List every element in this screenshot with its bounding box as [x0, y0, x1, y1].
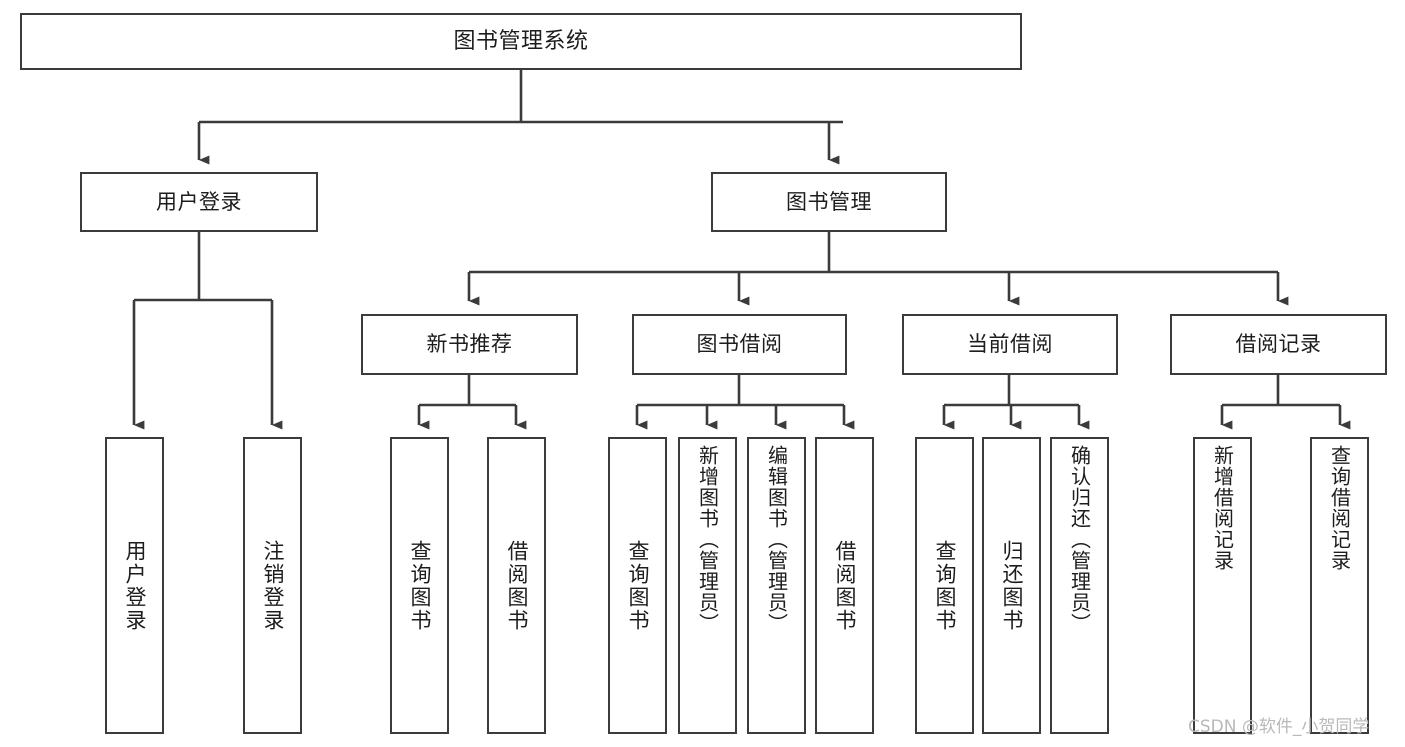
node-label: 查询图书 — [626, 539, 650, 632]
node-label: 新增图书（管理员） — [695, 445, 720, 634]
leaf-node-user-login[interactable]: 用户登录 — [105, 437, 164, 734]
node-book-borrow[interactable]: 图书借阅 — [632, 314, 847, 375]
leaf-node-add-book[interactable]: 新增图书（管理员） — [678, 437, 737, 734]
leaf-node-add-borrow-record[interactable]: 新增借阅记录 — [1193, 437, 1252, 734]
leaf-node-query-book-3[interactable]: 查询图书 — [915, 437, 974, 734]
node-label: 借阅图书 — [833, 539, 857, 632]
node-current-borrow[interactable]: 当前借阅 — [902, 314, 1118, 375]
node-root-book-management-system[interactable]: 图书管理系统 — [20, 13, 1022, 70]
leaf-node-edit-book[interactable]: 编辑图书（管理员） — [747, 437, 806, 734]
node-label: 编辑图书（管理员） — [764, 445, 789, 634]
node-label: 归还图书 — [1000, 539, 1024, 632]
node-borrow-record[interactable]: 借阅记录 — [1170, 314, 1387, 375]
node-label: 用户登录 — [123, 539, 147, 632]
node-label: 注销登录 — [261, 539, 285, 632]
node-label: 查询图书 — [408, 539, 432, 632]
node-label: 借阅图书 — [505, 539, 529, 632]
node-user-login[interactable]: 用户登录 — [80, 172, 318, 232]
node-label: 确认归还（管理员） — [1067, 445, 1092, 634]
node-label: 用户登录 — [156, 189, 242, 214]
leaf-node-query-book-2[interactable]: 查询图书 — [608, 437, 667, 734]
node-label: 图书管理系统 — [453, 28, 589, 54]
leaf-node-return-book[interactable]: 归还图书 — [982, 437, 1041, 734]
node-label: 查询借阅记录 — [1327, 445, 1352, 571]
leaf-node-confirm-return[interactable]: 确认归还（管理员） — [1050, 437, 1109, 734]
node-label: 图书借阅 — [696, 332, 783, 357]
leaf-node-query-borrow-record[interactable]: 查询借阅记录 — [1310, 437, 1369, 734]
csdn-watermark: CSDN @软件_小贺同学 — [1188, 717, 1370, 737]
leaf-node-borrow-book-2[interactable]: 借阅图书 — [815, 437, 874, 734]
leaf-node-borrow-book-1[interactable]: 借阅图书 — [487, 437, 546, 734]
node-label: 当前借阅 — [967, 332, 1053, 357]
node-label: 新增借阅记录 — [1210, 445, 1235, 571]
leaf-node-logout[interactable]: 注销登录 — [243, 437, 302, 734]
node-label: 借阅记录 — [1235, 332, 1322, 357]
node-new-book-recommend[interactable]: 新书推荐 — [361, 314, 578, 375]
node-label: 新书推荐 — [426, 332, 513, 357]
leaf-node-query-book-1[interactable]: 查询图书 — [390, 437, 449, 734]
node-book-manage[interactable]: 图书管理 — [711, 172, 947, 232]
node-label: 查询图书 — [933, 539, 957, 632]
node-label: 图书管理 — [786, 189, 872, 214]
